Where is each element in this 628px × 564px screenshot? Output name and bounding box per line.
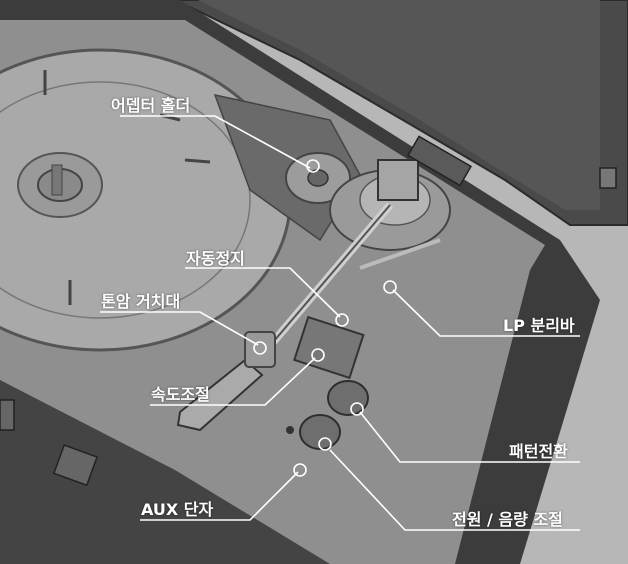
auto-stop-leader [185, 267, 341, 318]
label-auto-stop: 자동정지 [186, 249, 245, 268]
label-lp-separator: LP 분리바 [503, 316, 575, 335]
lp-separator-leader [392, 289, 580, 337]
power-volume-leader [329, 449, 580, 531]
label-power-volume: 전원 / 음량 조절 [452, 510, 563, 529]
label-speed-control: 속도조절 [151, 385, 210, 404]
aux-port-leader [140, 471, 299, 521]
pattern-switch-leader [359, 411, 580, 463]
label-aux-port: AUX 단자 [141, 500, 214, 519]
adapter-holder-leader [120, 115, 311, 169]
speed-control-leader [150, 357, 316, 406]
tonearm-rest-leader [100, 311, 259, 346]
label-tonearm-rest: 톤암 거치대 [101, 292, 181, 311]
label-adapter-holder: 어뎁터 홀더 [111, 96, 191, 115]
label-pattern-switch: 패턴전환 [509, 442, 568, 461]
